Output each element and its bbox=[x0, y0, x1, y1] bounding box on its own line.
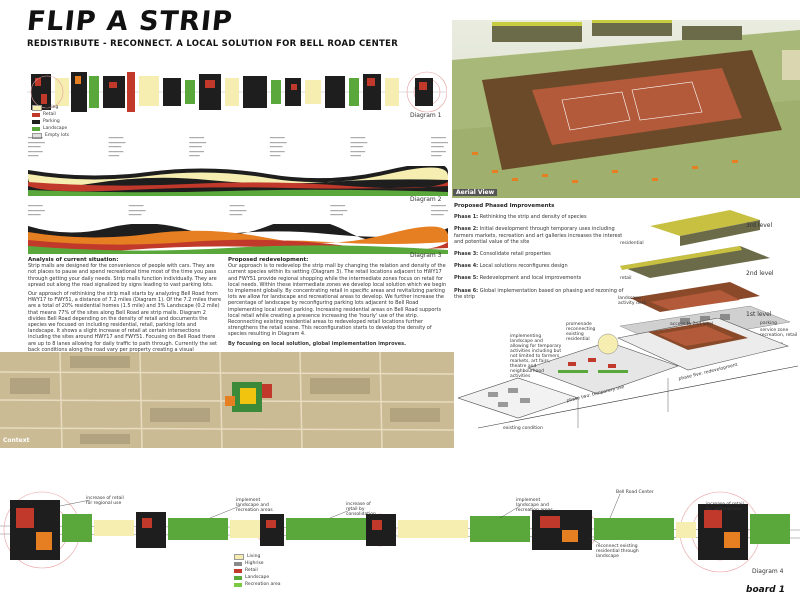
legend-swatch bbox=[32, 112, 40, 117]
page-title: FLIP A STRIP bbox=[25, 6, 235, 37]
access-label: access to 2nd level bbox=[670, 322, 714, 327]
diagram-4-map bbox=[0, 491, 800, 573]
phase-item: Phase 4: Local solutions reconfigures de… bbox=[454, 263, 568, 270]
retail-label: retail bbox=[620, 276, 632, 281]
context-aerial-photo bbox=[0, 352, 454, 448]
redevelopment-heading: Proposed redevelopment: bbox=[228, 257, 309, 263]
data-columns-2: ━━━━━━━━━━━━━━━━━━━━━ ━━━━━━━━━━━━━━━━━━… bbox=[28, 204, 448, 224]
diagram-2-label: Diagram 2 bbox=[410, 196, 442, 203]
map-annotation-5: Bell Road Center bbox=[616, 490, 654, 495]
legend-item: Parking bbox=[32, 118, 69, 125]
legend-swatch bbox=[234, 582, 242, 587]
redevelopment-paragraph-1: Our approach is to redevelop the strip m… bbox=[228, 263, 447, 338]
legend-item: Empty lots bbox=[32, 132, 69, 139]
legend-swatch bbox=[234, 561, 242, 566]
phase-item: Phase 6: Global implementation based on … bbox=[454, 287, 624, 300]
legend-swatch bbox=[32, 126, 40, 131]
legend-swatch bbox=[32, 119, 40, 124]
level-3-label: 3rd level bbox=[746, 222, 773, 229]
data-columns: ━━━━━━━━━━━━━━━━━━━━━━━━━━━━━━━━━ ━━━━━━… bbox=[28, 136, 448, 166]
diagram-3-bands bbox=[28, 224, 448, 254]
data-column: ━━━━━━━━━━━━━━━━━━━━━━━━━━━━━━━━━ bbox=[28, 136, 45, 158]
legend-bottom: Living Highrise Retail Landscape Recreat… bbox=[234, 553, 281, 588]
phase-item: Phase 5: Redevelopment and local improve… bbox=[454, 275, 582, 282]
diagram-2-bands bbox=[28, 166, 448, 196]
diagram-4-label: Diagram 4 bbox=[752, 568, 784, 575]
phase-item: Phase 1: Rethinking the strip and densit… bbox=[454, 214, 587, 221]
map-annotation-6: reconnect existing residential through l… bbox=[596, 544, 639, 559]
map-annotation-1: increase of retail for regional use bbox=[86, 496, 124, 506]
legend-swatch bbox=[234, 568, 242, 573]
map-annotation-4: implement landscape and recreation areas bbox=[516, 498, 553, 513]
parking-label: parking bbox=[760, 321, 778, 326]
data-column: ━━━━━━━━━━━━━━━━━━━━━ bbox=[330, 204, 348, 217]
legend-item: Landscape bbox=[32, 125, 69, 132]
data-column: ━━━━━━━━━━━━━━━━━━━━━ bbox=[128, 204, 146, 217]
redevelopment-paragraph-2: By focusing on local solution, global im… bbox=[228, 340, 407, 347]
data-column: ━━━━━━━━━━━━━━━━━━━━━━━━━━━━━━━━━ bbox=[269, 136, 287, 158]
residential-label: residential bbox=[620, 241, 644, 246]
landscape-activity-label: landscape activity deck bbox=[618, 296, 647, 306]
data-column: ━━━━━━━━━━━━━━━━━━━━━ bbox=[229, 204, 247, 217]
promenade-label: promenade reconnecting existing resident… bbox=[566, 322, 596, 342]
map-annotation-3: increase of retail by consolidation bbox=[346, 502, 376, 517]
legend-swatch bbox=[234, 553, 244, 560]
redevelopment-section: Proposed redevelopment: Our approach is … bbox=[228, 257, 450, 350]
context-label: Context bbox=[3, 437, 30, 444]
data-column: ━━━━━━━━━━━━━━━━━━━━━ bbox=[28, 204, 45, 217]
legend-item: Living bbox=[234, 553, 281, 560]
phase-item: Phase 2: Initial development through tem… bbox=[454, 226, 623, 245]
diagram-1-strip bbox=[27, 71, 447, 113]
data-column: ━━━━━━━━━━━━━━━━━━━━━━━━━━━━━━━━━ bbox=[350, 136, 368, 158]
data-column: ━━━━━━━━━━━━━━━━━━━━━ bbox=[431, 204, 448, 217]
phase-illustrations bbox=[458, 318, 799, 429]
diagram-3-label: Diagram 3 bbox=[410, 252, 442, 259]
data-column: ━━━━━━━━━━━━━━━━━━━━━━━━━━━━━━━━━ bbox=[108, 136, 126, 158]
data-column: ━━━━━━━━━━━━━━━━━━━━━━━━━━━━━━━━━ bbox=[431, 136, 448, 158]
legend-top: Living Retail Parking Landscape Empty lo… bbox=[32, 104, 69, 139]
phases-section: Proposed Phased Improvements Phase 1: Re… bbox=[454, 203, 624, 306]
legend-item: Landscape bbox=[234, 574, 281, 581]
analysis-paragraph-1: Strip malls are designed for the conveni… bbox=[28, 263, 217, 288]
map-annotation-7: increase of retail for regional use bbox=[706, 502, 744, 512]
legend-item: Highrise bbox=[234, 560, 281, 567]
aerial-view-render bbox=[452, 20, 800, 198]
legend-item: Retail bbox=[32, 111, 69, 118]
existing-condition-label: existing condition bbox=[503, 426, 543, 431]
legend-swatch bbox=[32, 132, 42, 139]
data-column: ━━━━━━━━━━━━━━━━━━━━━━━━━━━━━━━━━ bbox=[189, 136, 207, 158]
legend-item: Retail bbox=[234, 567, 281, 574]
phase-item: Phase 3: Consolidate retail properties bbox=[454, 251, 551, 258]
service-label: service zone recreation, retail bbox=[760, 328, 798, 338]
legend-item: Living bbox=[32, 104, 69, 111]
board-number: board 1 bbox=[746, 585, 785, 595]
implementing-label: implementing landscape and allowing for … bbox=[510, 334, 562, 379]
analysis-heading: Analysis of current situation: bbox=[28, 257, 119, 263]
map-annotation-2: implement landscape and recreation areas bbox=[236, 498, 273, 513]
legend-item: Recreation area bbox=[234, 581, 281, 588]
diagram-1-label: Diagram 1 bbox=[410, 112, 442, 119]
aerial-view-label: Aerial View bbox=[453, 189, 498, 196]
level-2-label: 2nd level bbox=[746, 270, 774, 277]
phases-heading: Proposed Phased Improvements bbox=[454, 203, 555, 209]
page-subtitle: REDISTRIBUTE - RECONNECT. A LOCAL SOLUTI… bbox=[27, 39, 399, 49]
legend-swatch bbox=[234, 575, 242, 580]
legend-swatch bbox=[32, 104, 42, 111]
level-1-label: 1st level bbox=[746, 311, 772, 318]
